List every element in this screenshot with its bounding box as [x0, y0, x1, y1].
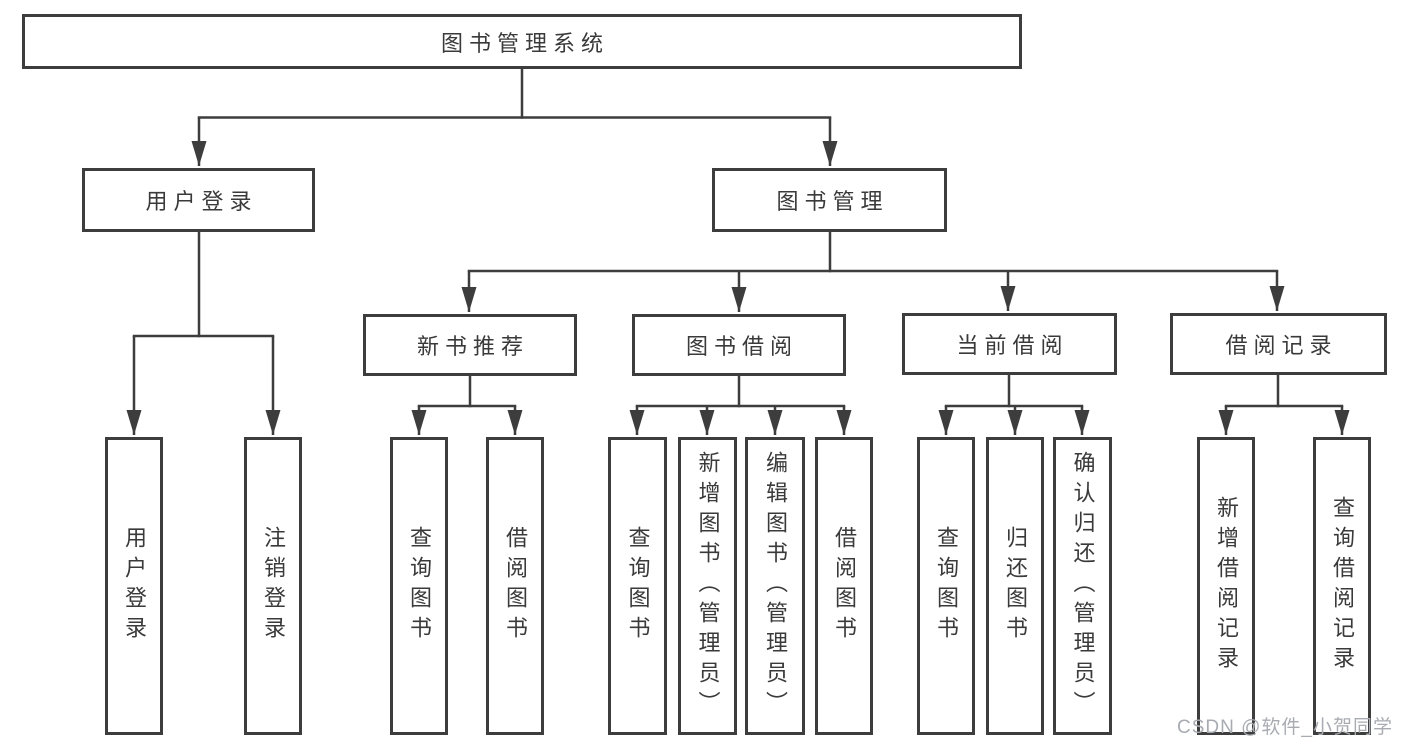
leaf-return-books: 归还图书	[986, 437, 1044, 735]
leaf-add-borrow-record: 新增借阅记录	[1197, 437, 1255, 735]
leaf-query-books-current: 查询图书	[917, 437, 975, 735]
leaf-user-login: 用户登录	[105, 437, 163, 735]
leaf-confirm-return-admin: 确认归还（管理员）	[1053, 437, 1112, 735]
leaf-query-books-recommend: 查询图书	[390, 437, 448, 735]
leaf-borrow-books-recommend: 借阅图书	[486, 437, 544, 735]
leaf-borrow-books: 借阅图书	[815, 437, 873, 735]
connector-group-borrow-records	[1218, 375, 1350, 435]
connector-group-book-borrow	[629, 376, 852, 435]
node-book-borrow: 图书借阅	[632, 314, 846, 376]
leaf-query-borrow-record: 查询借阅记录	[1313, 437, 1371, 735]
node-user-login: 用户登录	[82, 168, 315, 232]
node-root-system: 图书管理系统	[22, 14, 1022, 69]
csdn-watermark: CSDN @软件_小贺同学	[1177, 717, 1393, 738]
connector-group-book-mgmt	[461, 232, 1285, 312]
node-current-borrow: 当前借阅	[902, 313, 1117, 375]
connector-group-user-login	[126, 232, 281, 435]
node-borrow-records: 借阅记录	[1170, 313, 1387, 375]
leaf-query-books-borrow: 查询图书	[608, 437, 667, 735]
node-book-management: 图书管理	[712, 168, 947, 232]
leaf-add-books-admin: 新增图书（管理员）	[678, 437, 737, 735]
leaf-edit-books-admin: 编辑图书（管理员）	[745, 437, 805, 735]
connector-group-new-books	[411, 376, 523, 435]
node-new-book-recommend: 新书推荐	[363, 314, 577, 376]
leaf-logout: 注销登录	[244, 437, 302, 735]
connector-group-root	[191, 69, 838, 166]
connector-group-current-borrow	[938, 375, 1090, 435]
